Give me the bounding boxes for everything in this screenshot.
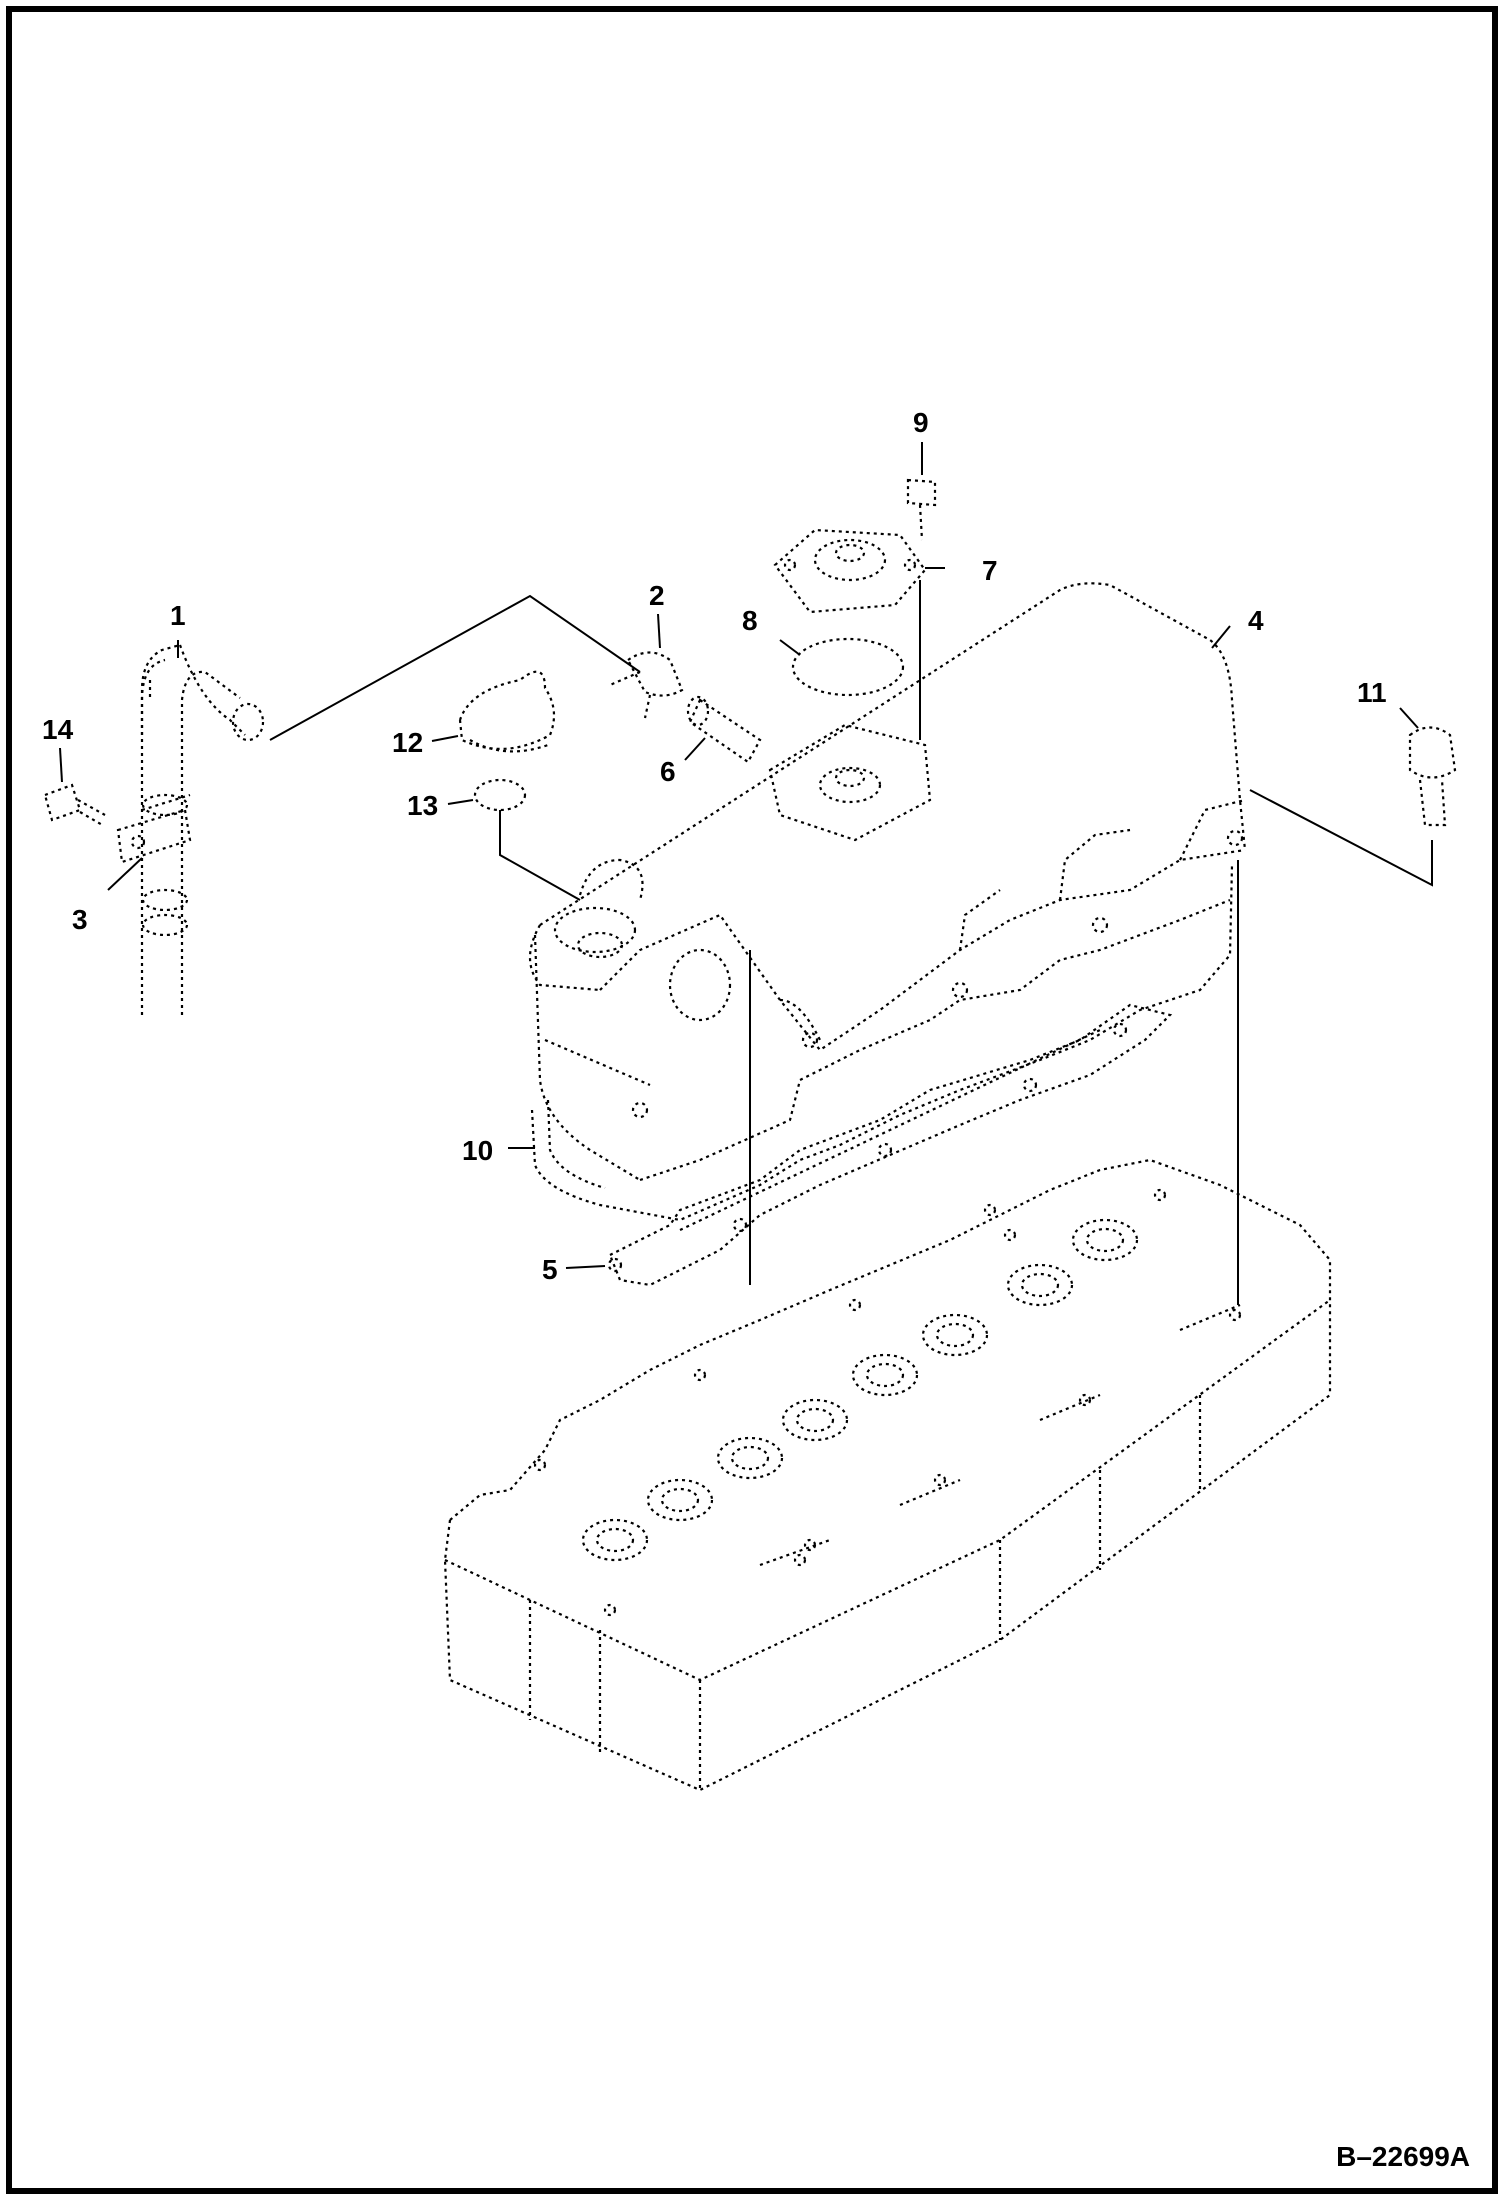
cover-bolt-right bbox=[1408, 726, 1457, 827]
callout-12: 12 bbox=[392, 727, 423, 758]
oil-filler-cap bbox=[458, 670, 556, 753]
shield-plate bbox=[607, 1003, 1173, 1287]
cylinder-head bbox=[443, 1158, 1332, 1792]
leader-cap-to-filler bbox=[499, 810, 581, 901]
hose-clamp bbox=[116, 793, 192, 864]
callout-3: 3 bbox=[72, 904, 88, 935]
callout-5: 5 bbox=[542, 1254, 558, 1285]
document-id: B–22699A bbox=[1336, 2141, 1470, 2172]
callout-10: 10 bbox=[462, 1135, 493, 1166]
callout-1: 1 bbox=[170, 600, 186, 631]
breather-tube bbox=[686, 695, 762, 764]
callout-7: 7 bbox=[982, 555, 998, 586]
leader-hose-to-fitting bbox=[269, 594, 641, 741]
cover-bolt bbox=[906, 478, 937, 541]
cover-o-ring bbox=[791, 637, 905, 697]
callout-9: 9 bbox=[913, 407, 929, 438]
callout-8: 8 bbox=[742, 605, 758, 636]
clamp-bolt bbox=[43, 783, 106, 827]
leader-right-cover-bolt bbox=[1249, 789, 1433, 887]
callout-13: 13 bbox=[407, 790, 438, 821]
callout-leaders bbox=[59, 442, 1419, 1269]
breather-fitting bbox=[609, 651, 684, 719]
callout-2: 2 bbox=[649, 580, 665, 611]
callout-4: 4 bbox=[1248, 605, 1264, 636]
cylinder-head-cover bbox=[529, 582, 1247, 1182]
head-cover-gasket bbox=[530, 864, 1234, 1222]
stud-holes bbox=[533, 1188, 1242, 1617]
callout-11: 11 bbox=[1357, 677, 1387, 708]
breather-cover bbox=[773, 528, 927, 614]
cap-o-ring bbox=[473, 778, 527, 812]
callout-14: 14 bbox=[42, 714, 74, 745]
breather-hose bbox=[140, 643, 265, 1015]
callout-6: 6 bbox=[660, 756, 676, 787]
valve-seats bbox=[581, 1218, 1139, 1562]
page-border bbox=[6, 6, 1498, 2194]
